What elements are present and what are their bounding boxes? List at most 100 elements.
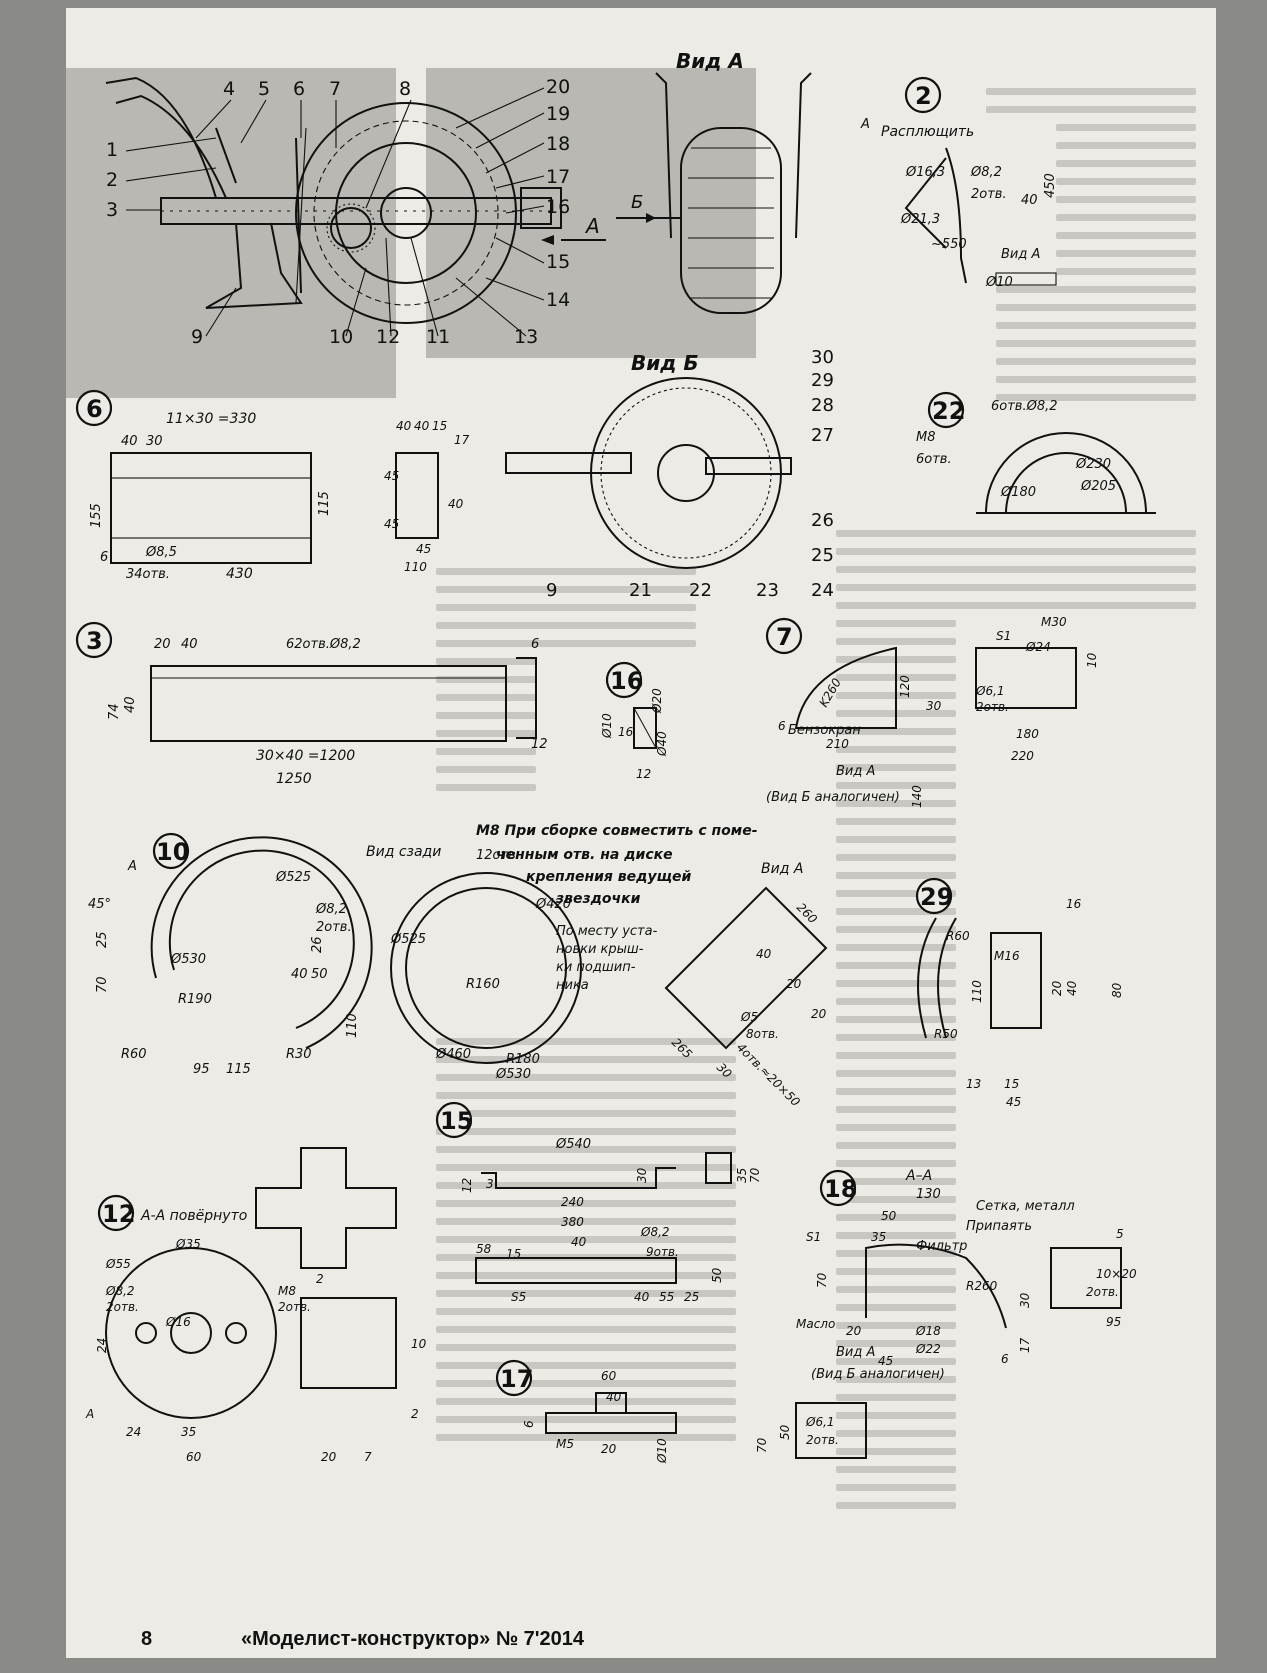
- svg-text:8отв.: 8отв.: [746, 1027, 779, 1041]
- magazine-page: А 1 2 3 4 5 6 7 8 9 10 11 12 13 14 15 16…: [66, 8, 1216, 1658]
- svg-text:45: 45: [416, 542, 431, 556]
- svg-text:95: 95: [1106, 1315, 1121, 1329]
- svg-text:265: 265: [669, 1035, 695, 1061]
- svg-text:R50: R50: [934, 1027, 958, 1041]
- svg-text:Ø55: Ø55: [105, 1257, 131, 1271]
- svg-text:6: 6: [778, 719, 786, 733]
- callout-5: 5: [258, 78, 270, 100]
- svg-text:20: 20: [811, 1007, 827, 1021]
- svg-text:10: 10: [156, 838, 189, 866]
- view-a-mark: А: [584, 214, 600, 238]
- svg-text:30: 30: [926, 699, 942, 713]
- svg-text:30: 30: [635, 1167, 649, 1183]
- figure-22: 22 6отв.Ø8,2 M8 6отв. Ø230 Ø180 Ø205: [916, 391, 1156, 514]
- svg-text:40: 40: [1065, 980, 1079, 996]
- svg-text:Ø18: Ø18: [915, 1324, 941, 1338]
- svg-text:50: 50: [710, 1267, 724, 1283]
- svg-text:Ø525: Ø525: [390, 932, 426, 947]
- svg-text:2: 2: [316, 1272, 324, 1286]
- svg-text:M8: M8: [916, 430, 936, 445]
- svg-text:Ø420: Ø420: [535, 897, 571, 912]
- svg-text:115: 115: [317, 491, 332, 516]
- svg-text:R180: R180: [506, 1052, 540, 1067]
- svg-text:звездочки: звездочки: [555, 891, 641, 907]
- svg-text:Ø10: Ø10: [600, 713, 614, 739]
- svg-text:R160: R160: [466, 977, 500, 992]
- svg-text:20: 20: [1050, 980, 1064, 996]
- callout-27: 27: [811, 425, 834, 446]
- callout-20: 20: [546, 76, 570, 98]
- figure-16: 16 16 Ø20 Ø10 Ø40 12: [600, 661, 669, 781]
- svg-text:140: 140: [910, 785, 924, 808]
- svg-text:95: 95: [193, 1062, 210, 1077]
- svg-text:ника: ника: [556, 978, 589, 993]
- svg-text:40: 40: [181, 637, 198, 652]
- svg-text:30: 30: [1018, 1292, 1032, 1308]
- svg-text:S5: S5: [511, 1290, 526, 1304]
- svg-text:A: A: [127, 859, 137, 874]
- svg-text:60: 60: [601, 1369, 617, 1383]
- svg-text:45°: 45°: [88, 897, 111, 912]
- svg-text:Ø460: Ø460: [435, 1047, 471, 1062]
- callout-9b: 9: [546, 580, 557, 601]
- svg-text:40: 40: [448, 497, 464, 511]
- svg-text:Ø540: Ø540: [555, 1137, 591, 1152]
- svg-text:15: 15: [506, 1247, 521, 1261]
- svg-text:ченным отв. на диске: ченным отв. на диске: [496, 847, 673, 863]
- svg-text:Ø8,2: Ø8,2: [970, 165, 1002, 180]
- svg-text:Припаять: Припаять: [966, 1219, 1032, 1234]
- svg-text:(Вид Б аналогичен): (Вид Б аналогичен): [766, 790, 900, 805]
- svg-text:110: 110: [345, 1013, 360, 1038]
- figure-12: 12 А-А повёрнуто Ø55 Ø35 Ø8,2 2отв. Ø16 …: [85, 1147, 427, 1464]
- svg-text:3: 3: [86, 627, 103, 655]
- svg-text:11×30 =330: 11×30 =330: [166, 411, 256, 427]
- svg-text:50: 50: [778, 1424, 792, 1440]
- svg-text:60: 60: [186, 1450, 202, 1464]
- svg-text:110: 110: [404, 560, 427, 574]
- svg-text:120: 120: [898, 675, 912, 698]
- view-a-title: Вид А: [676, 49, 744, 73]
- svg-text:Ø525: Ø525: [275, 870, 311, 885]
- svg-text:2отв.: 2отв.: [1086, 1285, 1119, 1299]
- svg-text:20: 20: [846, 1324, 862, 1338]
- svg-text:2отв.: 2отв.: [971, 187, 1007, 202]
- svg-text:40: 40: [123, 696, 138, 713]
- svg-text:58: 58: [476, 1242, 492, 1256]
- callout-30: 30: [811, 347, 834, 368]
- svg-text:40: 40: [756, 947, 772, 961]
- svg-text:Ø8,2: Ø8,2: [315, 902, 347, 917]
- svg-text:6: 6: [1001, 1352, 1009, 1366]
- callout-15: 15: [546, 251, 570, 273]
- svg-text:новки крыш-: новки крыш-: [556, 942, 644, 957]
- svg-text:7: 7: [776, 623, 793, 651]
- svg-text:(Вид Б аналогичен): (Вид Б аналогичен): [811, 1367, 945, 1382]
- svg-text:А: А: [860, 117, 870, 132]
- svg-text:29: 29: [920, 883, 953, 911]
- svg-text:Ø8,2: Ø8,2: [640, 1225, 670, 1239]
- svg-text:Ø40: Ø40: [655, 731, 669, 757]
- svg-text:40: 40: [1021, 193, 1038, 208]
- svg-text:Ø20: Ø20: [650, 688, 664, 714]
- svg-text:1250: 1250: [276, 771, 312, 787]
- figure-17: 17 60 40 6 M5 20 Ø10 70 50 Ø6,1 2отв.: [495, 1359, 867, 1464]
- svg-text:5: 5: [1116, 1227, 1124, 1241]
- callout-22: 22: [689, 580, 712, 601]
- article-text-column-right: [836, 78, 1206, 1658]
- svg-text:10×20: 10×20: [1096, 1267, 1137, 1281]
- svg-text:20: 20: [321, 1450, 337, 1464]
- svg-text:3: 3: [486, 1177, 494, 1191]
- figure-10: 10 Вид сзади 45° A Ø525 Ø8,2 2отв. Ø530 …: [88, 832, 441, 1077]
- svg-text:Ø180: Ø180: [1000, 485, 1036, 500]
- svg-text:Ø10: Ø10: [655, 1438, 669, 1464]
- svg-text:Ø8,5: Ø8,5: [145, 545, 177, 560]
- svg-text:12: 12: [636, 767, 651, 781]
- svg-text:Ø530: Ø530: [495, 1067, 531, 1082]
- svg-text:40: 40: [396, 419, 412, 433]
- technical-drawing-sheet: А 1 2 3 4 5 6 7 8 9 10 11 12 13 14 15 16…: [75, 49, 1156, 1464]
- svg-text:16: 16: [618, 725, 634, 739]
- figure-29: 29 16 R60 M16 110 20 40 80 R50 13 15 45: [915, 877, 1124, 1109]
- callout-18: 18: [546, 133, 570, 155]
- svg-text:18: 18: [824, 1175, 857, 1203]
- svg-text:M30: M30: [1041, 615, 1067, 629]
- svg-text:25: 25: [684, 1290, 699, 1304]
